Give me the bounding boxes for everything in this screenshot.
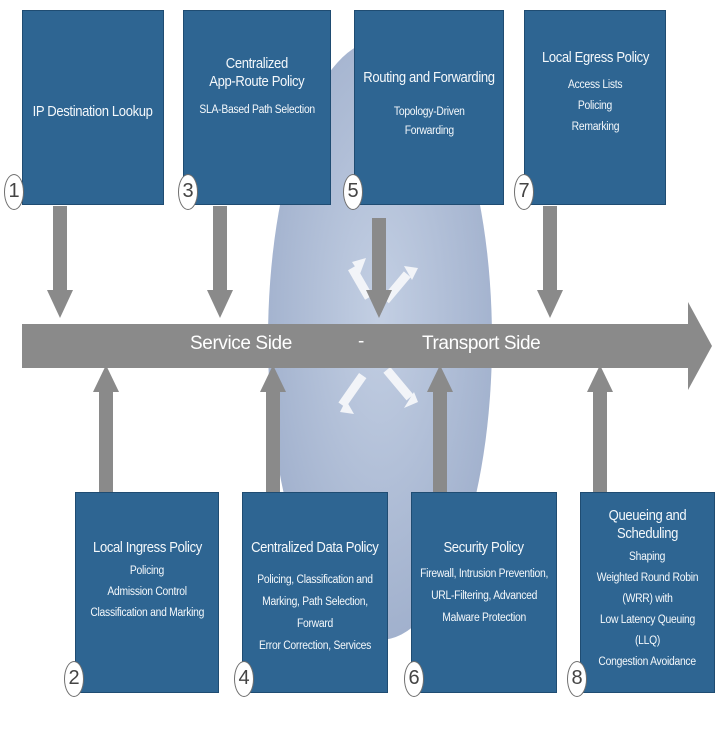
step-number-badge: 3 [178, 174, 198, 210]
step-title: Queueing and Scheduling [608, 508, 687, 542]
step-box-routing-and-forwarding: Routing and Forwarding Topology-Driven F… [354, 10, 504, 205]
step-title: IP Destination Lookup [33, 104, 153, 120]
step-detail: Policing [577, 100, 613, 112]
step-number-badge: 5 [343, 174, 363, 210]
step-detail: Policing [129, 565, 165, 577]
step-title: Local Egress Policy [541, 50, 649, 66]
transport-side-label: Transport Side [422, 333, 541, 354]
top-connector-arrows [47, 206, 563, 318]
step-title: Centralized Data Policy [251, 540, 379, 556]
step-title: Centralized App-Route Policy [209, 56, 305, 90]
step-box-security-policy: Security Policy Firewall, Intrusion Prev… [411, 492, 557, 693]
step-number-badge: 6 [404, 661, 424, 697]
step-detail: Topology-Driven Forwarding [393, 106, 465, 137]
step-detail: SLA-Based Path Selection [199, 104, 315, 116]
step-title: Local Ingress Policy [92, 540, 202, 556]
step-box-ip-destination-lookup: IP Destination Lookup [22, 10, 164, 205]
step-number-badge: 4 [234, 661, 254, 697]
axis-separator: - [358, 331, 364, 352]
step-number-badge: 7 [514, 174, 534, 210]
step-box-local-egress-policy: Local Egress Policy Access Lists Policin… [524, 10, 666, 205]
step-number-badge: 2 [64, 661, 84, 697]
step-detail: Access Lists [567, 79, 623, 91]
service-side-label: Service Side [190, 333, 292, 354]
step-box-centralized-app-route-policy: Centralized App-Route Policy SLA-Based P… [183, 10, 331, 205]
step-number-badge: 1 [4, 174, 24, 210]
flow-arrow [22, 302, 712, 390]
step-box-queueing-and-scheduling: Queueing and Scheduling Shaping Weighted… [580, 492, 715, 693]
step-detail: Weighted Round Robin (WRR) with Low Late… [596, 572, 699, 647]
step-detail: Admission Control [107, 586, 187, 598]
step-detail: Shaping [629, 551, 666, 563]
step-box-local-ingress-policy: Local Ingress Policy Policing Admission … [75, 492, 219, 693]
step-box-centralized-data-policy: Centralized Data Policy Policing, Classi… [242, 492, 388, 693]
step-detail: Remarking [571, 121, 619, 133]
bottom-connector-arrows [93, 365, 613, 510]
step-number-badge: 8 [567, 661, 587, 697]
step-detail: Policing, Classification and Marking, Pa… [257, 574, 373, 652]
step-title: Routing and Forwarding [363, 70, 495, 86]
step-detail: Firewall, Intrusion Prevention, URL-Filt… [420, 568, 548, 624]
step-detail: Congestion Avoidance [598, 656, 697, 668]
step-title: Security Policy [443, 540, 525, 556]
step-detail: Classification and Marking [90, 607, 204, 619]
